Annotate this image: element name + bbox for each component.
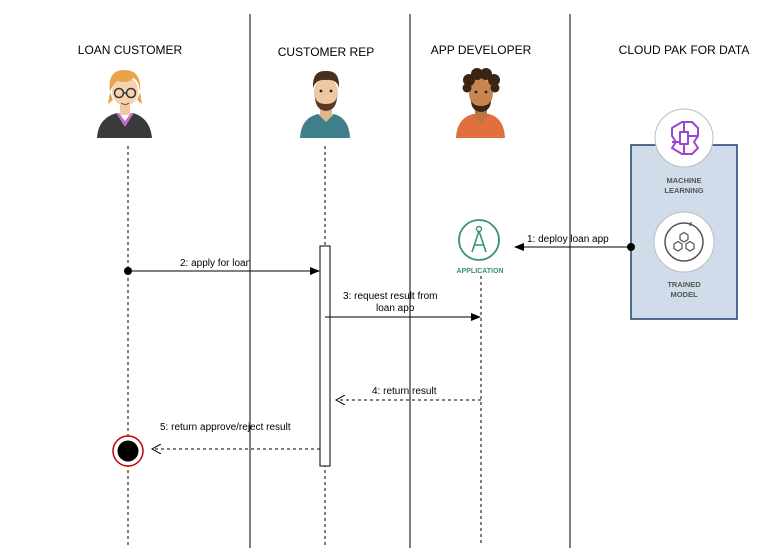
application-icon (458, 219, 500, 261)
message-2-start-dot (124, 267, 132, 275)
message-5-label: 5: return approve/reject result (160, 422, 291, 433)
message-3-label-line2: loan app (376, 303, 415, 314)
message-1-start-dot (627, 243, 635, 251)
app-developer-avatar (456, 68, 505, 138)
message-2-label: 2: apply for loan (180, 258, 251, 269)
customer-rep-avatar (300, 70, 350, 138)
end-node (112, 435, 144, 467)
application-label: APPLICATION (457, 268, 504, 275)
lane-title-loan-customer: LOAN CUSTOMER (78, 43, 183, 57)
message-4-label: 4: return result (372, 386, 437, 397)
trained-model-label-line2: MODEL (670, 290, 698, 299)
trained-model-label-line1: TRAINED (667, 280, 701, 289)
machine-learning-label-line2: LEARNING (664, 186, 703, 195)
message-3-label-line1: 3: request result from (343, 291, 437, 302)
activation-bar-customer-rep (319, 245, 331, 467)
lane-title-cloud-pak: CLOUD PAK FOR DATA (619, 43, 750, 57)
machine-learning-icon (654, 108, 714, 168)
lane-title-app-developer: APP DEVELOPER (431, 43, 532, 57)
loan-customer-avatar (97, 70, 152, 138)
message-1-label: 1: deploy loan app (527, 234, 609, 245)
machine-learning-label-line1: MACHINE (667, 176, 702, 185)
trained-model-icon (653, 211, 715, 273)
lane-title-customer-rep: CUSTOMER REP (278, 45, 374, 59)
